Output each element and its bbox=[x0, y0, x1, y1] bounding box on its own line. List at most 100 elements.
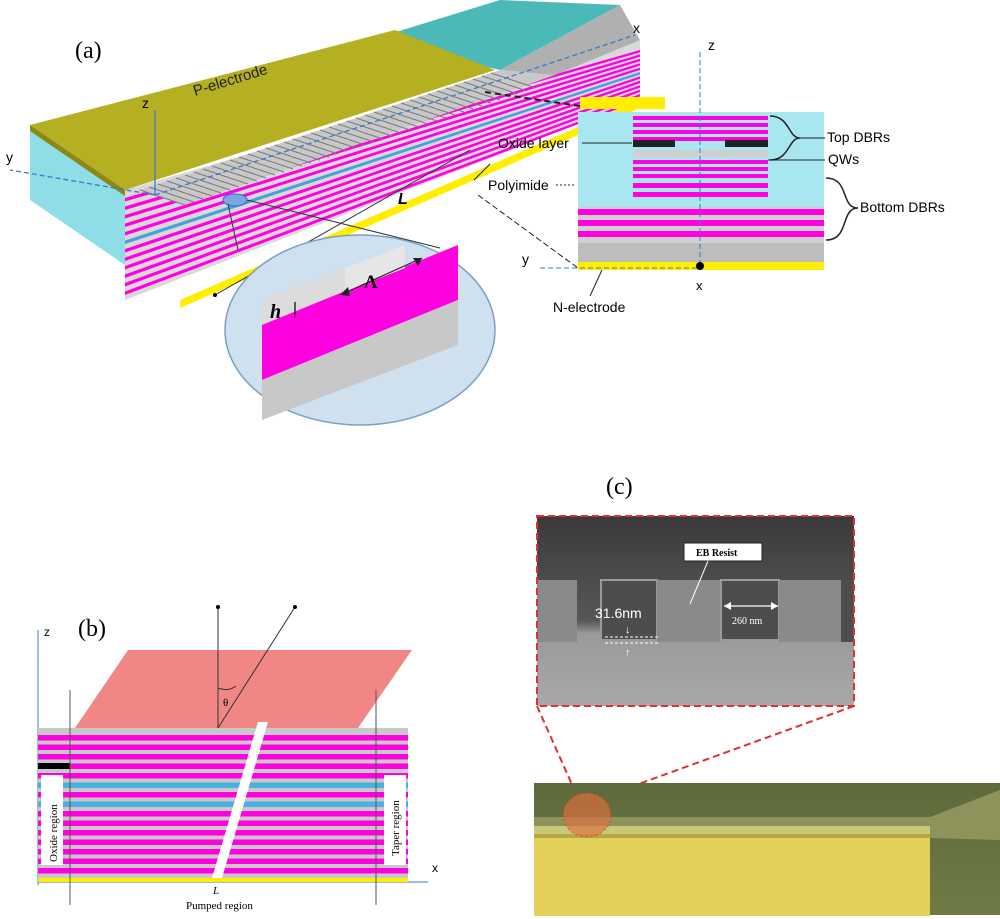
cs-bottom-dbr-layer bbox=[578, 231, 824, 237]
panel-c: (c) EB Resist 31.6nm ↓ ↑ 260 nm bbox=[534, 474, 1000, 916]
dbr-stripes-side bbox=[125, 50, 640, 296]
b-stripe bbox=[38, 744, 408, 750]
eb-resist-label: EB Resist bbox=[696, 548, 738, 559]
side-stripe bbox=[125, 67, 640, 236]
grating-line bbox=[391, 105, 438, 122]
taper-region-label: Taper region bbox=[390, 800, 402, 856]
grating-line bbox=[220, 162, 267, 179]
grating-line bbox=[355, 117, 402, 134]
b-stripe bbox=[38, 773, 408, 779]
grating-line bbox=[445, 87, 492, 104]
b-n-electrode bbox=[38, 878, 408, 882]
b-stripe bbox=[38, 735, 408, 741]
cs-bottom-dbr-layer bbox=[633, 192, 768, 197]
cs-top-dbr-layer bbox=[633, 160, 768, 164]
h-label: h bbox=[270, 301, 281, 323]
grating-line bbox=[256, 150, 303, 167]
cs-axis-y-label: y bbox=[522, 251, 529, 267]
b-axis-z-label: z bbox=[44, 625, 50, 639]
cs-axis-z-label: z bbox=[708, 37, 715, 53]
optical-electrode bbox=[534, 834, 930, 916]
grating-line bbox=[202, 168, 249, 185]
grating-line bbox=[292, 138, 339, 155]
grating-line bbox=[184, 174, 231, 191]
cs-p-electrode bbox=[580, 97, 665, 109]
grating-line bbox=[472, 78, 519, 95]
cs-bottom-dbrs bbox=[578, 181, 824, 262]
cross-section: z y x Oxide layer Polyimide Top DBRs QWs… bbox=[473, 37, 945, 315]
pumped-region-label: Pumped region bbox=[186, 900, 253, 912]
grating-line bbox=[301, 135, 348, 152]
lambda-label: Λ bbox=[364, 272, 378, 293]
panel-b: (b) z x θ Oxide region Taper region L Pu… bbox=[37, 605, 438, 912]
side-stripe bbox=[125, 98, 640, 296]
b-beam-plane bbox=[75, 650, 412, 728]
grating-line bbox=[454, 84, 501, 101]
b-stripe bbox=[38, 801, 408, 807]
panel-a: (a) P-electrode z y bbox=[6, 0, 945, 426]
grating-line bbox=[427, 93, 474, 110]
svg-text:↑: ↑ bbox=[625, 647, 631, 659]
grating-line bbox=[319, 129, 366, 146]
p-electrode bbox=[30, 30, 495, 190]
taper-top bbox=[500, 5, 640, 75]
b-axis-x-label: x bbox=[432, 861, 438, 875]
side-stripe bbox=[125, 80, 640, 261]
cs-bottom-dbr-layer bbox=[633, 183, 768, 188]
grating-lines bbox=[139, 72, 537, 206]
grating-line bbox=[310, 132, 357, 149]
axis-z-label: z bbox=[142, 95, 149, 111]
sem-frame bbox=[536, 515, 855, 707]
grating-line bbox=[373, 111, 420, 128]
grating-top bbox=[140, 70, 555, 205]
theta-label: θ bbox=[223, 697, 228, 709]
grating-line bbox=[139, 189, 186, 206]
bottom-dbrs-label: Bottom DBRs bbox=[860, 199, 945, 215]
cs-axis-x-label: x bbox=[696, 278, 703, 293]
axis-y-label: y bbox=[6, 149, 13, 165]
zoom-inset: Λ h bbox=[224, 234, 496, 426]
polyimide-side-face bbox=[30, 125, 125, 265]
b-stripe bbox=[38, 782, 408, 788]
top-dbrs-label: Top DBRs bbox=[827, 129, 890, 145]
grating-line bbox=[175, 177, 222, 194]
device-3d: P-electrode bbox=[30, 0, 640, 308]
side-stripe bbox=[125, 72, 640, 244]
grating-line bbox=[229, 159, 276, 176]
grating-line bbox=[274, 144, 321, 161]
depth-label: 31.6nm bbox=[595, 605, 642, 621]
grating-line bbox=[418, 96, 465, 113]
grating-line bbox=[193, 171, 240, 188]
grating-line bbox=[400, 102, 447, 119]
b-length-label: L bbox=[212, 885, 219, 897]
grating-line bbox=[211, 165, 258, 182]
polyimide-label: Polyimide bbox=[488, 177, 549, 193]
grating-line bbox=[157, 183, 204, 200]
x-axis bbox=[154, 34, 636, 196]
b-stripe bbox=[38, 763, 408, 769]
cs-top-dbr-layer bbox=[633, 137, 768, 141]
oxide-region-label: Oxide region bbox=[48, 804, 60, 862]
grating-line bbox=[166, 180, 213, 197]
grating-line bbox=[346, 120, 393, 137]
axis-x-label: x bbox=[633, 20, 640, 36]
sem-trench-1 bbox=[600, 579, 658, 641]
sem-trench-2 bbox=[720, 579, 780, 641]
side-stripe bbox=[125, 76, 640, 253]
grating-line bbox=[364, 114, 411, 131]
grating-line bbox=[436, 90, 483, 107]
grating-line bbox=[328, 126, 375, 143]
b-stripe bbox=[38, 754, 408, 760]
cs-oxide-right bbox=[725, 140, 768, 147]
panel-b-label: (b) bbox=[78, 616, 106, 642]
grating-line bbox=[481, 75, 528, 92]
axes-3d bbox=[9, 34, 636, 196]
side-stripe bbox=[125, 63, 640, 228]
b-stripe bbox=[38, 811, 408, 817]
grating-line bbox=[337, 123, 384, 140]
length-label: L bbox=[398, 191, 408, 208]
side-stripe bbox=[125, 85, 640, 270]
side-stripe bbox=[125, 94, 640, 287]
cs-bottom-dbr-layer bbox=[578, 220, 824, 226]
b-stripe bbox=[38, 792, 408, 798]
